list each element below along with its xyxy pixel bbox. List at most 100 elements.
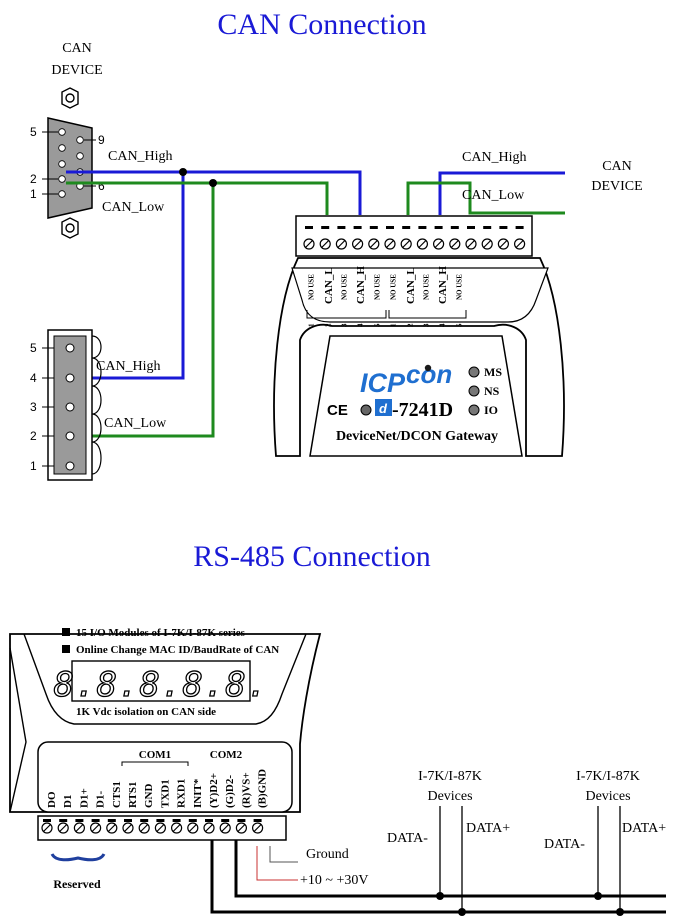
rs485-pin-label-10: INIT* [192,778,204,808]
can-terminal-slot [450,226,459,229]
can-port-brackets [306,310,467,319]
device-1-data-plus: DATA+ [466,821,510,836]
device-1-label-line2: Devices [427,789,472,804]
can-terminal-screw-icon [368,238,380,250]
bullet-2-icon [62,645,70,653]
bullet-1-icon [62,628,70,636]
right-can-device-label-line2: DEVICE [591,179,642,194]
rs485-terminal-screw-icon [219,822,231,834]
can-block-label-6: NO USE [390,274,398,300]
rs485-terminal-screw-icon [122,822,134,834]
model-icon: d [360,399,392,416]
rs485-pin-label-13: (R)VS+ [240,772,252,808]
can-high-junction [179,168,187,176]
can-block-number-5: 5 [374,323,382,327]
model-number: -7241D [392,399,453,421]
can-terminal-slot [418,226,427,229]
db9-can-low-label: CAN_Low [102,200,165,215]
device-2-data-minus: DATA- [544,837,585,852]
io-led-icon [468,404,480,416]
rs485-pin-label-7: GND [143,784,155,809]
rs485-pin-label-4: D1- [95,791,107,808]
rs485-terminal-slot [237,819,246,822]
can-terminal-block [295,215,533,257]
can-terminal-slot [434,226,443,229]
can-terminal-screw-icon [416,238,428,250]
can-low-junction [209,179,217,187]
com2-label: COM2 [210,749,243,761]
can-terminal-screw-icon [352,238,364,250]
rs485-terminal-slot [156,819,165,822]
can-terminal-screw-icon [449,238,461,250]
rs485-terminal-block [37,815,287,841]
rs485-terminal-screw-icon [235,822,247,834]
can-terminal-slot [386,226,394,229]
rs485-terminal-slot [205,819,213,822]
can-block-number-7: 2 [407,323,415,327]
db9-bottom-screw-icon [61,217,79,239]
rs485-terminal-screw-icon [171,822,183,834]
rs485-pin-label-6: RTS1 [127,781,139,808]
rs485-pin-label-1: DO [46,791,58,808]
can-terminal-screw-icon [497,238,509,250]
can-terminal-slot [321,226,330,229]
gateway-label: DeviceNet/DCON Gateway [336,429,498,444]
logo-icp-text: ICP [360,368,406,398]
rs485-terminal-slot [43,819,51,822]
can-terminal-slot [467,226,475,229]
db9-pin-5-label: 5 [30,125,37,139]
power-label: +10 ~ +30V [300,873,368,888]
rs485-terminal-slot [221,819,230,822]
db9-pin-1-label: 1 [30,187,37,201]
seven-segment-digits: 8.8.8.8.8. [54,665,269,705]
reserved-brace-icon [50,853,106,862]
ns-led-icon [468,385,480,397]
db9-top-screw-icon [61,87,79,109]
rs485-terminal-screw-icon [154,822,166,834]
feature-bullet-2: Online Change MAC ID/BaudRate of CAN [76,644,279,656]
rs485-terminal-slot [124,819,132,822]
db9-pin-2-label: 2 [30,172,37,186]
can-terminal-screw-icon [465,238,477,250]
left-can-device-label-line1: CAN [62,41,92,56]
logo-con-text: con [406,359,452,389]
rs485-terminal-slot [140,819,149,822]
can-terminal-slot [353,226,362,229]
rs485-terminal-screw-icon [41,822,53,834]
rs485-terminal-screw-icon [252,822,264,834]
can-terminal-screw-icon [513,238,526,250]
com1-label: COM1 [139,749,171,761]
power-wire [256,846,298,881]
left-can-device-label-line2: DEVICE [51,63,102,78]
can-terminal-screw-icon [481,238,493,250]
rs485-pin-label-2: D1 [62,795,74,808]
rs485-terminal-slot [253,819,262,822]
can-block-number-1: 1 [308,323,316,327]
can-block-number-3: 3 [341,323,349,327]
terminal-pin-2-label: 2 [30,429,37,443]
rs485-pin-label-3: D1+ [78,788,90,808]
can-block-label-7: CAN_L [405,267,417,304]
rs485-terminal-slot [188,819,197,822]
svg-text:d: d [379,401,388,416]
can-block-number-4: 4 [357,323,365,327]
ns-led-label: NS [484,384,500,398]
can-block-label-2: CAN_L [323,267,335,304]
five-pin-terminal: 5 4 3 2 1 [30,329,102,481]
terminal-can-high-label: CAN_High [96,359,161,374]
can-block-label-4: CAN_H [355,266,367,304]
db9-pin-9-label: 9 [98,133,105,147]
terminal-pin-3-label: 3 [30,400,37,414]
ground-label: Ground [306,847,349,862]
rs485-pin-label-9: RXD1 [176,779,188,808]
can-high-wire [66,170,565,380]
device-drops [439,806,621,912]
ms-led-icon [468,366,480,378]
right-can-high-label: CAN_High [462,150,527,165]
can-block-label-1: NO USE [308,274,316,300]
can-terminal-slot [305,226,313,229]
rs485-terminal-slot [107,819,116,822]
rs485-terminal-slot [75,819,84,822]
